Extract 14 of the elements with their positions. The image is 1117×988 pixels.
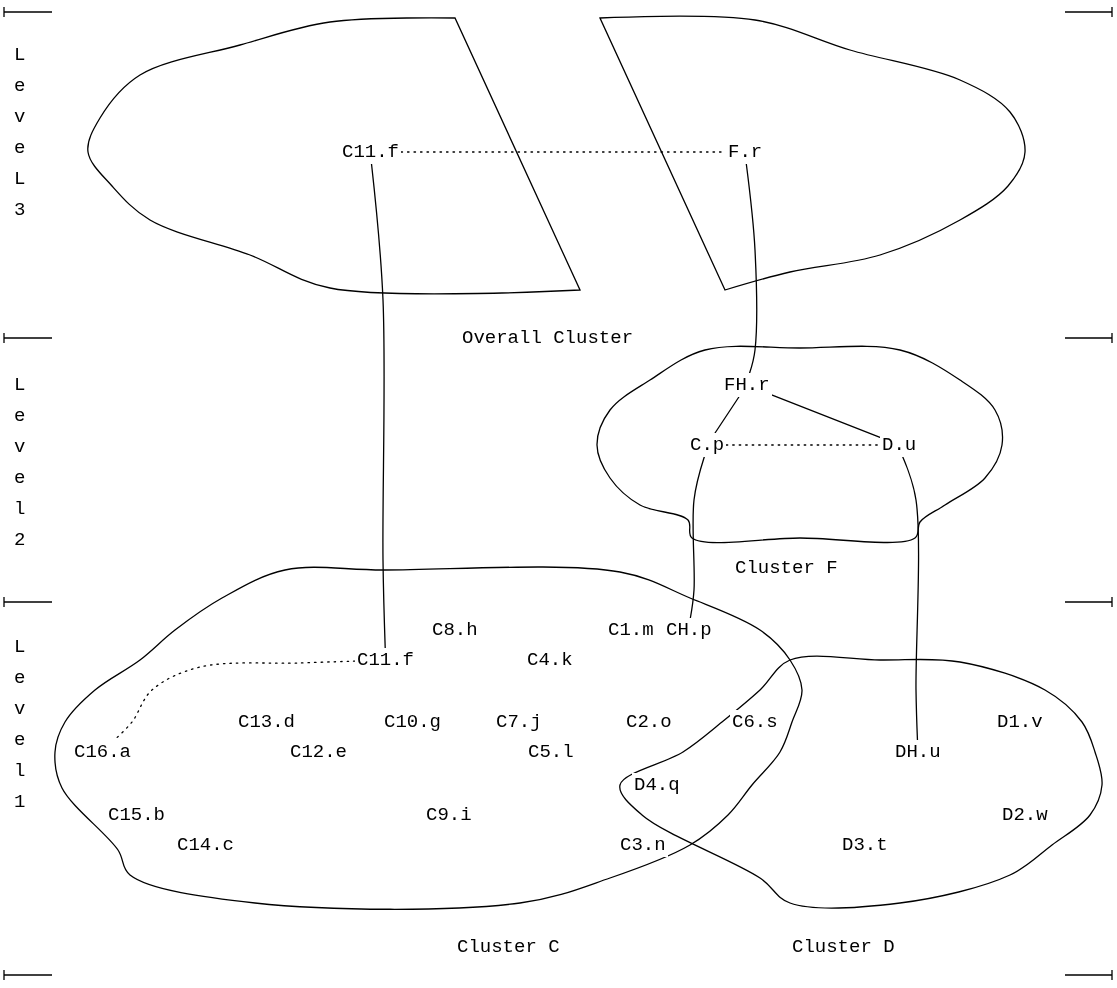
level-label: Level 1 [14, 635, 26, 815]
dotted-connector [725, 444, 881, 446]
connector [902, 456, 920, 741]
node-label: CH.p [664, 618, 714, 642]
node-label: C.p [688, 433, 727, 457]
dotted-connector [113, 660, 356, 741]
node-label: FH.r [722, 373, 772, 397]
connector [770, 394, 881, 439]
connector [714, 396, 740, 434]
level-label: LeveL 3 [14, 43, 26, 223]
connector [689, 456, 705, 619]
connector [370, 163, 386, 649]
connector [745, 163, 758, 374]
level-label: Level 2 [14, 373, 26, 553]
